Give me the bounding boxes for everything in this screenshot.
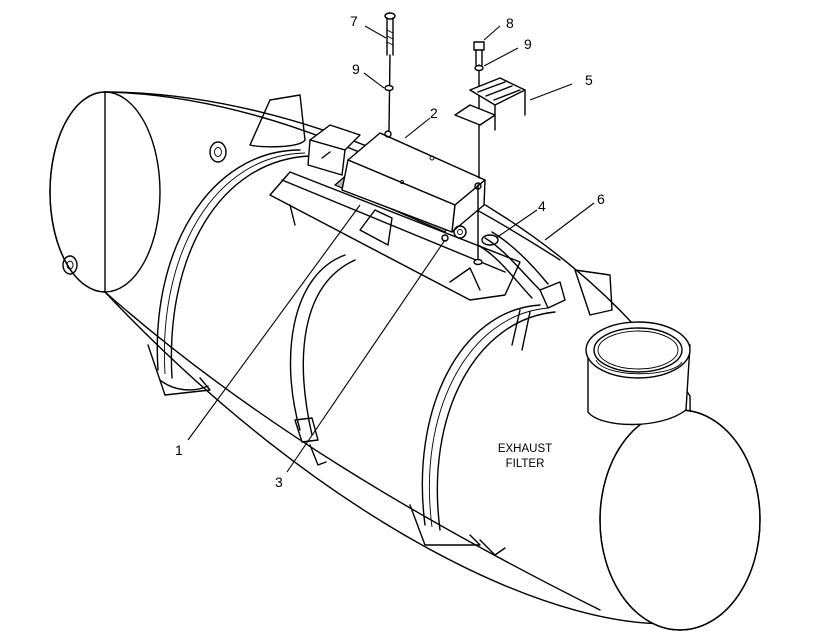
washer-left [384, 84, 394, 92]
leader-lines [187, 25, 595, 473]
bolt-long [384, 12, 396, 131]
wire-harness [477, 231, 566, 351]
ground-stud [473, 184, 483, 266]
callout-7: 7 [350, 13, 358, 29]
callout-1: 1 [175, 442, 183, 458]
callout-9-left: 9 [352, 61, 360, 77]
callout-labels: 7 9 2 8 9 5 4 6 1 3 [175, 13, 605, 490]
mounting-bracket-rail [269, 171, 521, 301]
callout-6: 6 [597, 191, 605, 207]
mounting-band-left [147, 94, 311, 396]
callout-2: 2 [430, 105, 438, 121]
body-label: EXHAUST FILTER [498, 443, 552, 470]
washer-right [474, 64, 484, 72]
callout-4: 4 [538, 198, 546, 214]
exhaust-outlet-pipe [585, 321, 691, 426]
exhaust-filter-body [49, 91, 761, 631]
body-label-line1: EXHAUST [498, 443, 552, 455]
callout-9-right: 9 [524, 36, 532, 52]
callout-3: 3 [275, 474, 283, 490]
body-label-line2: FILTER [506, 458, 545, 470]
callout-8: 8 [506, 15, 514, 31]
end-cap-nut [62, 255, 78, 275]
callout-5: 5 [585, 72, 593, 88]
control-module [307, 124, 486, 242]
retaining-clip [454, 77, 526, 131]
strap-middle [289, 254, 356, 466]
